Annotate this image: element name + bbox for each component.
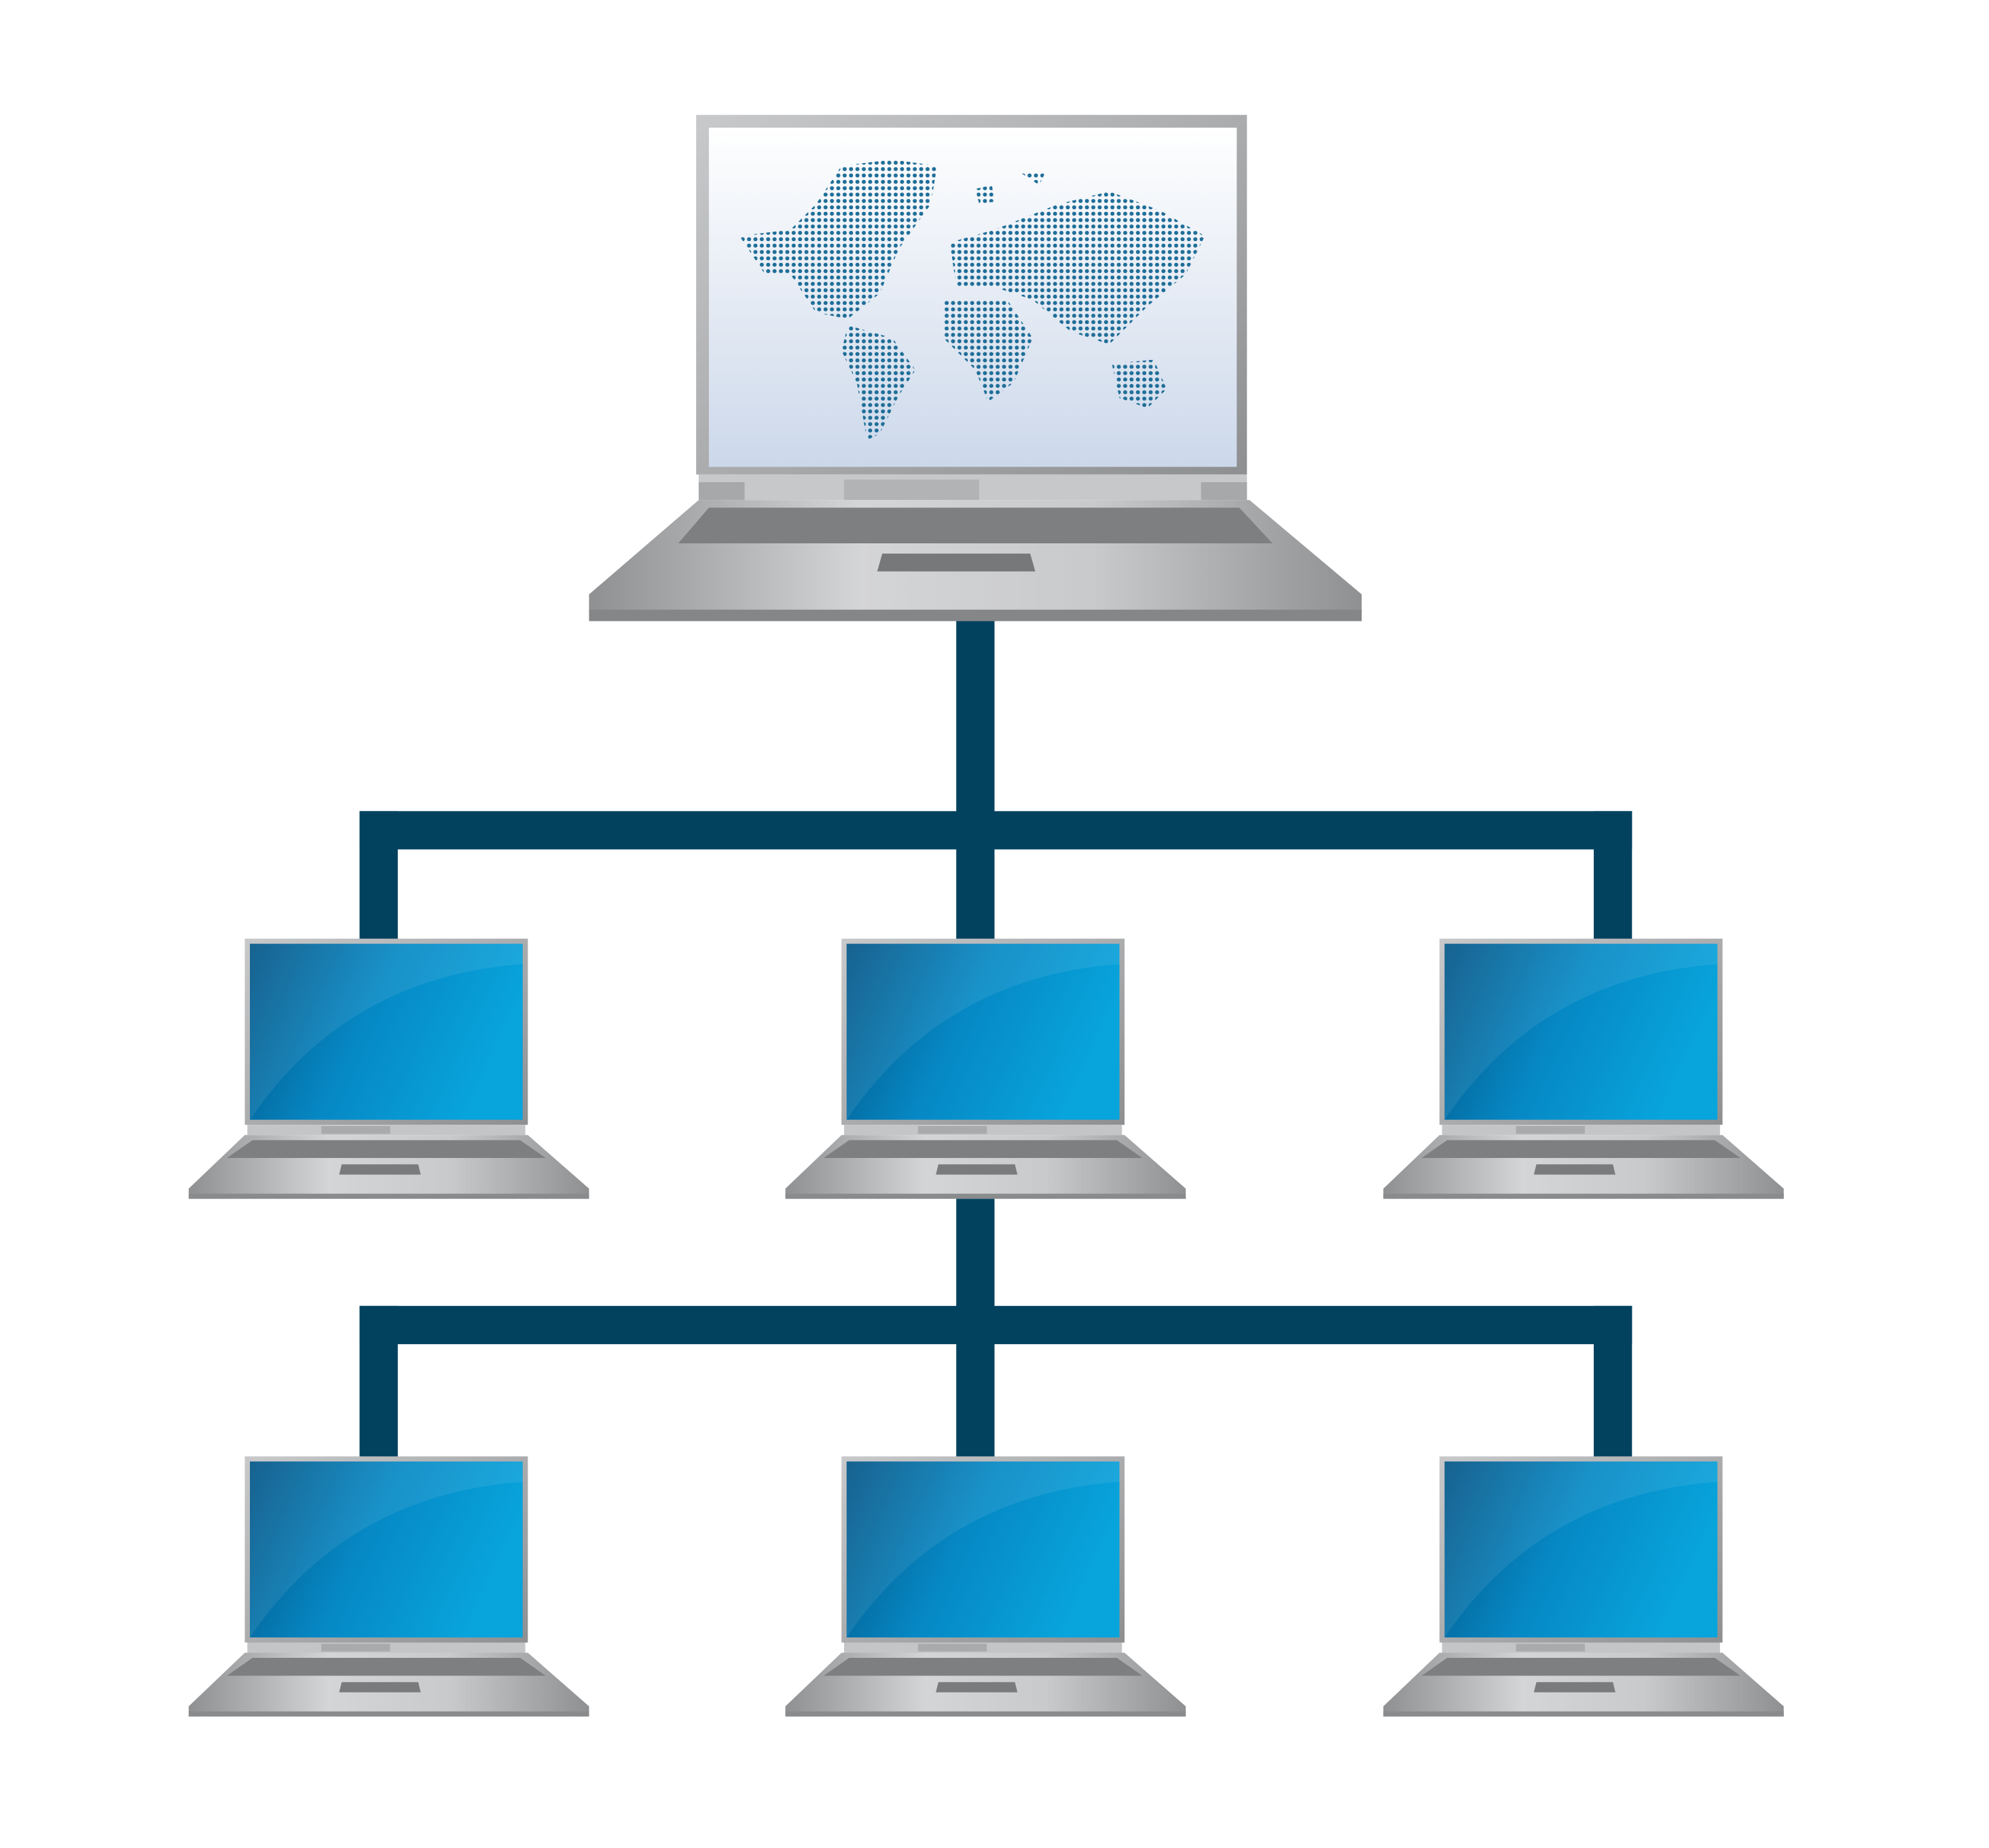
screen-glare — [250, 943, 523, 1120]
keyboard — [678, 507, 1273, 544]
base-edge — [1383, 1711, 1784, 1717]
laptop-level-2-1 — [188, 1456, 589, 1717]
screen-glare — [846, 943, 1120, 1120]
continent-shape — [1112, 359, 1167, 409]
laptop-level-1-1 — [188, 939, 589, 1199]
touchpad — [339, 1682, 421, 1692]
continent-shape — [841, 325, 916, 440]
touchpad — [936, 1682, 1018, 1692]
touchpad — [1533, 1682, 1616, 1692]
screen-glare — [1444, 943, 1718, 1120]
hinge-latch — [321, 1126, 390, 1134]
keyboard — [227, 1140, 546, 1159]
laptop-screen — [846, 1461, 1120, 1637]
screen-glare — [1444, 1461, 1718, 1637]
connectors — [359, 619, 1632, 1460]
base-edge — [188, 1711, 589, 1717]
keyboard — [823, 1658, 1143, 1676]
drop-line — [359, 1305, 398, 1460]
bus-line — [359, 1305, 1632, 1345]
base-edge — [188, 1193, 589, 1199]
laptop-screen — [250, 943, 523, 1120]
base-edge — [1383, 1193, 1784, 1199]
laptop-screen — [250, 1461, 523, 1637]
hinge-latch — [917, 1644, 987, 1652]
laptop-screen — [1444, 943, 1718, 1120]
root-laptop — [589, 115, 1362, 621]
continent-shape — [949, 191, 1205, 345]
screen-glare — [846, 1461, 1120, 1637]
bus-line — [359, 811, 1632, 850]
hinge-latch — [917, 1126, 987, 1134]
hinge-left — [698, 482, 745, 501]
continent-shape — [1020, 172, 1046, 185]
continent-shape — [975, 185, 995, 204]
drop-line — [956, 1305, 995, 1460]
drop-line — [359, 811, 398, 941]
continent-shape — [943, 300, 1033, 402]
laptop-level-1-2 — [785, 939, 1186, 1199]
connector-level-1 — [359, 619, 1632, 941]
drop-line — [1593, 1305, 1632, 1460]
continent-shape — [739, 159, 938, 319]
laptop-level-2-3 — [1383, 1456, 1784, 1717]
laptops — [188, 115, 1784, 1717]
laptop-screen — [1444, 1461, 1718, 1637]
laptop-level-2-2 — [785, 1456, 1186, 1717]
laptop-screen — [846, 943, 1120, 1120]
hinge-latch — [321, 1644, 390, 1652]
keyboard — [823, 1140, 1143, 1159]
keyboard — [1421, 1658, 1740, 1676]
base-edge — [589, 609, 1362, 621]
hinge-latch — [1516, 1644, 1585, 1652]
hinge-latch — [1516, 1126, 1585, 1134]
keyboard — [227, 1658, 546, 1676]
connector-level-2 — [359, 1196, 1632, 1460]
touchpad — [936, 1164, 1018, 1175]
base-edge — [785, 1193, 1186, 1199]
screen-glare — [250, 1461, 523, 1637]
touchpad — [1533, 1164, 1616, 1175]
laptop-level-1-3 — [1383, 939, 1784, 1199]
touchpad — [877, 554, 1036, 572]
hinge-right — [1201, 482, 1247, 501]
touchpad — [339, 1164, 421, 1175]
base-edge — [785, 1711, 1186, 1717]
drop-line — [956, 811, 995, 941]
drop-line — [1593, 811, 1632, 941]
keyboard — [1421, 1140, 1740, 1159]
world-map-icon — [739, 159, 1205, 440]
hinge-latch — [843, 479, 979, 501]
